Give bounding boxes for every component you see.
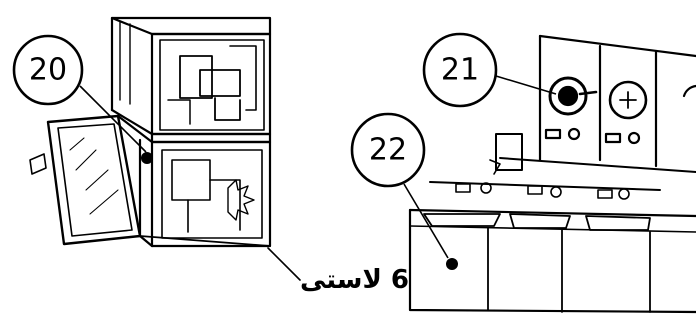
bottom-label: 6 لاستی xyxy=(300,265,409,295)
callout-21: 21 xyxy=(424,34,556,106)
marker-dot-console xyxy=(446,258,458,270)
callout-22: 22 xyxy=(352,114,448,258)
marker-dot-cabinet xyxy=(141,152,153,164)
svg-text:20: 20 xyxy=(29,53,67,88)
callout-20: 20 xyxy=(14,36,146,152)
svg-text:22: 22 xyxy=(369,133,407,168)
svg-text:21: 21 xyxy=(441,53,479,88)
